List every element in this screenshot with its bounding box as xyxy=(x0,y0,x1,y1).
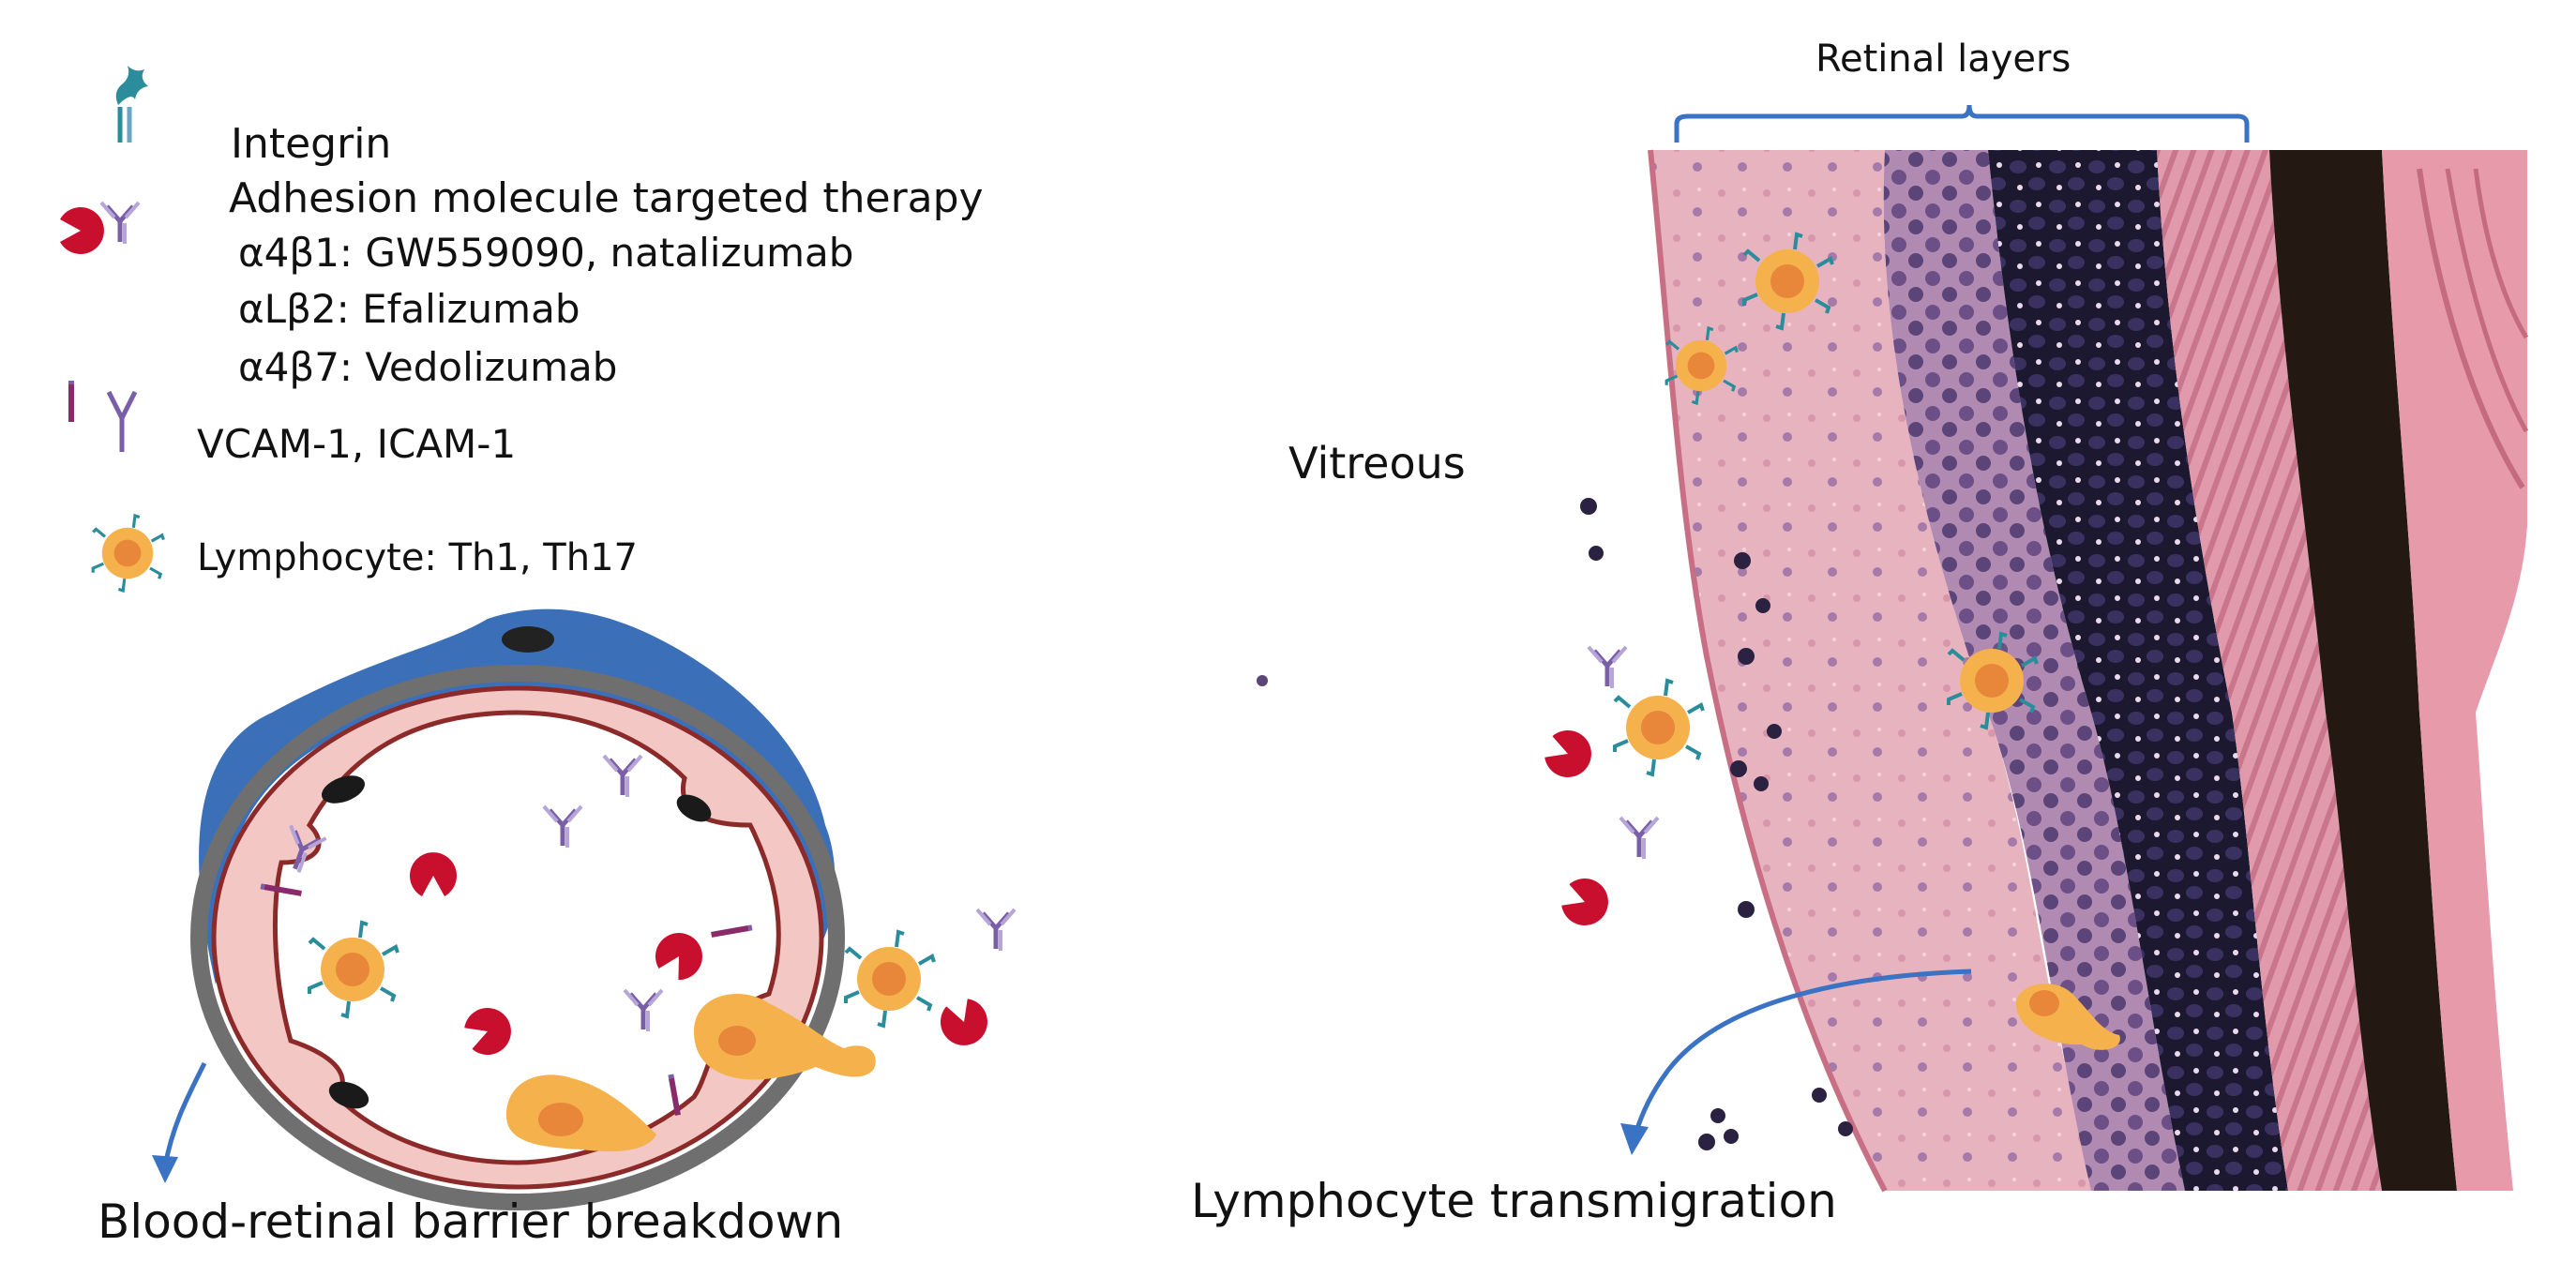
retina-sclera xyxy=(2382,150,2527,1191)
legend-integrin-label: Integrin xyxy=(231,120,391,168)
free-cell xyxy=(1698,1134,1715,1150)
barrier-breakdown-label: Blood-retinal barrier breakdown xyxy=(98,1194,843,1249)
retinal-layers-bracket xyxy=(1674,104,2250,143)
legend-therapy-2: αLβ2: Efalizumab xyxy=(238,286,580,332)
free-cell xyxy=(1730,760,1747,777)
lymphocyte-migrating xyxy=(2016,984,2120,1050)
endothelial-nucleus xyxy=(328,1081,369,1109)
vessel-diagram xyxy=(152,608,1015,1210)
drug-icon xyxy=(934,994,995,1052)
barrier-arrowhead xyxy=(152,1155,178,1183)
retina-inner-nuclear-layer xyxy=(1883,150,2185,1191)
legend-lymphocyte: Lymphocyte: Th1, Th17 xyxy=(197,536,638,579)
free-cell xyxy=(1838,1121,1853,1136)
free-cell xyxy=(1257,675,1268,686)
free-cell xyxy=(1767,724,1782,739)
free-cell xyxy=(1589,546,1604,561)
transmigration-arrowhead xyxy=(1620,1123,1649,1155)
transmigration-arrow xyxy=(1633,969,1972,1135)
endothelial-nucleus xyxy=(676,794,712,822)
drug-icon xyxy=(1540,724,1598,785)
legend-therapy-3: α4β7: Vedolizumab xyxy=(238,344,617,390)
antibody-icon xyxy=(1620,818,1658,859)
retina-outer-nuclear-layer xyxy=(1988,150,2288,1191)
retinal-layers-label: Retinal layers xyxy=(1815,38,2071,81)
drug-icon xyxy=(1557,872,1615,933)
legend-therapy-1: α4β1: GW559090, natalizumab xyxy=(238,230,853,276)
basement-membrane xyxy=(190,665,845,1210)
lymphocyte-icon xyxy=(844,930,936,1028)
retina-photoreceptor-layer xyxy=(2157,150,2382,1191)
free-cell xyxy=(1724,1129,1739,1144)
free-cell xyxy=(1734,552,1751,569)
lymphocyte-icon xyxy=(1613,679,1705,776)
vitreous-label: Vitreous xyxy=(1288,438,1466,488)
pericyte-nucleus xyxy=(502,626,554,653)
retina-rpe-layer xyxy=(2269,150,2457,1191)
free-cell xyxy=(1738,901,1755,918)
antibody-icon xyxy=(977,909,1015,951)
vessel-lumen xyxy=(272,710,781,1165)
free-cell xyxy=(1738,648,1755,665)
lymphocyte-migrating xyxy=(506,994,876,1152)
retina-inner-layer xyxy=(1650,150,2101,1191)
free-cell xyxy=(1812,1088,1827,1103)
transmigration-label: Lymphocyte transmigration xyxy=(1191,1174,1837,1228)
endothelial-nucleus xyxy=(322,775,365,804)
retina-histology xyxy=(1648,149,2529,1193)
antibody-icon xyxy=(101,203,139,244)
free-cell xyxy=(1755,598,1770,613)
barrier-arrow xyxy=(162,1061,207,1167)
legend-vcam-icam: VCAM-1, ICAM-1 xyxy=(197,421,516,467)
free-cell xyxy=(1580,498,1597,515)
lymphocyte-icon xyxy=(91,514,165,593)
icam-icon xyxy=(106,390,138,452)
free-cell xyxy=(1710,1108,1725,1123)
drug-icon xyxy=(60,207,104,254)
integrin-icon xyxy=(116,66,148,143)
free-cell xyxy=(1754,776,1769,791)
vitreous-contents xyxy=(1257,498,1853,1150)
antibody-icon xyxy=(1589,647,1626,688)
legend-therapy-title: Adhesion molecule targeted therapy xyxy=(229,174,984,222)
legend: Integrin Adhesion molecule targeted ther… xyxy=(60,66,984,593)
